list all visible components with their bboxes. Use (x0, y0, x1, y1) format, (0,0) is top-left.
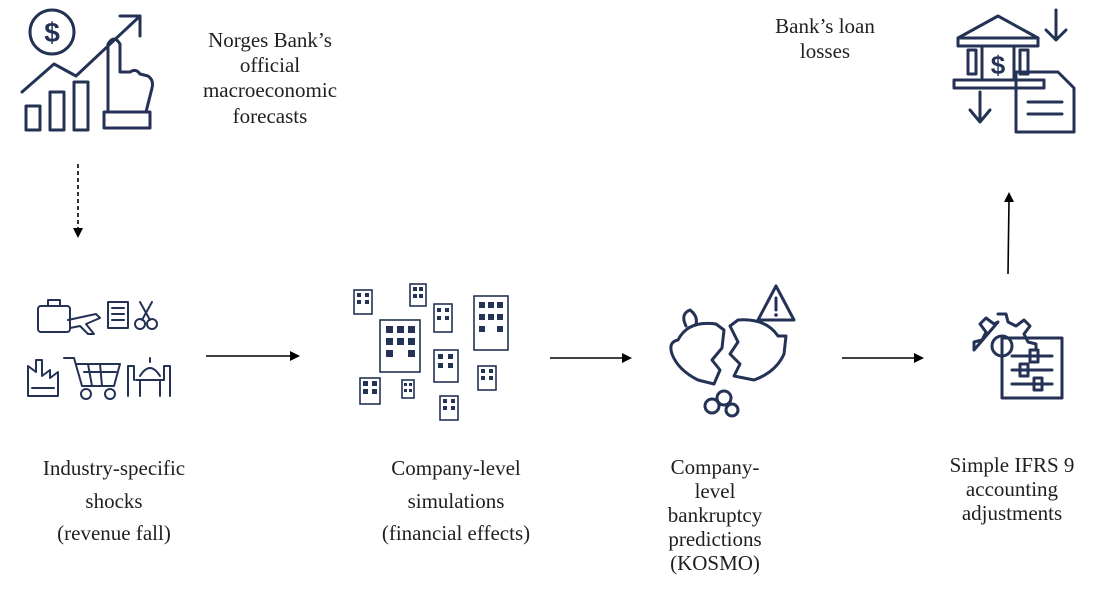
dashed-down-arrow (73, 164, 83, 238)
step-label-bankruptcy: Company- level bankruptcy predictions (K… (640, 455, 790, 576)
up-arrow (1004, 192, 1014, 275)
right-arrow (550, 353, 632, 363)
right-arrow (842, 353, 924, 363)
step-label-line: Industry-specific (42, 456, 186, 480)
loss-label: Bank’s loan losses (750, 14, 900, 64)
step-label-line: (KOSMO) (670, 550, 760, 575)
step-label-line: (revenue fall) (57, 521, 171, 546)
step-label-line: Simple IFRS 9 (949, 453, 1075, 477)
step-label-line: level (694, 478, 736, 503)
step-label-line: bankruptcy (667, 502, 763, 527)
loss-label-line: Bank’s loan (775, 14, 875, 38)
buildings-icon (350, 282, 520, 422)
step-label-ifrs: Simple IFRS 9 accounting adjustments (930, 453, 1094, 526)
svg-text:$: $ (991, 50, 1006, 80)
step-label-line: Company- (670, 455, 760, 479)
svg-text:$: $ (44, 17, 60, 48)
settings-sliders-icon (968, 308, 1068, 408)
forecast-label-line: forecasts (232, 103, 308, 128)
forecast-label-line: macroeconomic (202, 78, 338, 103)
forecast-label: Norges Bank’s official macroeconomic for… (180, 28, 360, 129)
step-label-industry: Industry-specific shocks (revenue fall) (14, 452, 214, 550)
step-label-line: accounting (965, 476, 1059, 501)
broken-piggy-bank-icon (668, 280, 798, 420)
step-label-line: shocks (85, 488, 143, 513)
growth-chart-icon: $ (12, 4, 162, 136)
right-arrow (206, 351, 300, 361)
bank-document-icon: $ (948, 4, 1088, 134)
step-label-line: (financial effects) (381, 521, 531, 546)
step-label-line: predictions (668, 526, 762, 551)
step-label-company-simulations: Company-level simulations (financial eff… (356, 452, 556, 550)
building (353, 289, 373, 315)
forecast-label-line: Norges Bank’s (208, 28, 332, 52)
step-label-line: simulations (407, 488, 505, 513)
loss-label-line: losses (799, 39, 851, 64)
forecast-label-line: official (239, 53, 301, 78)
step-label-line: Company-level (391, 456, 521, 480)
step-label-line: adjustments (961, 500, 1063, 525)
industry-collage-icon (24, 296, 184, 406)
